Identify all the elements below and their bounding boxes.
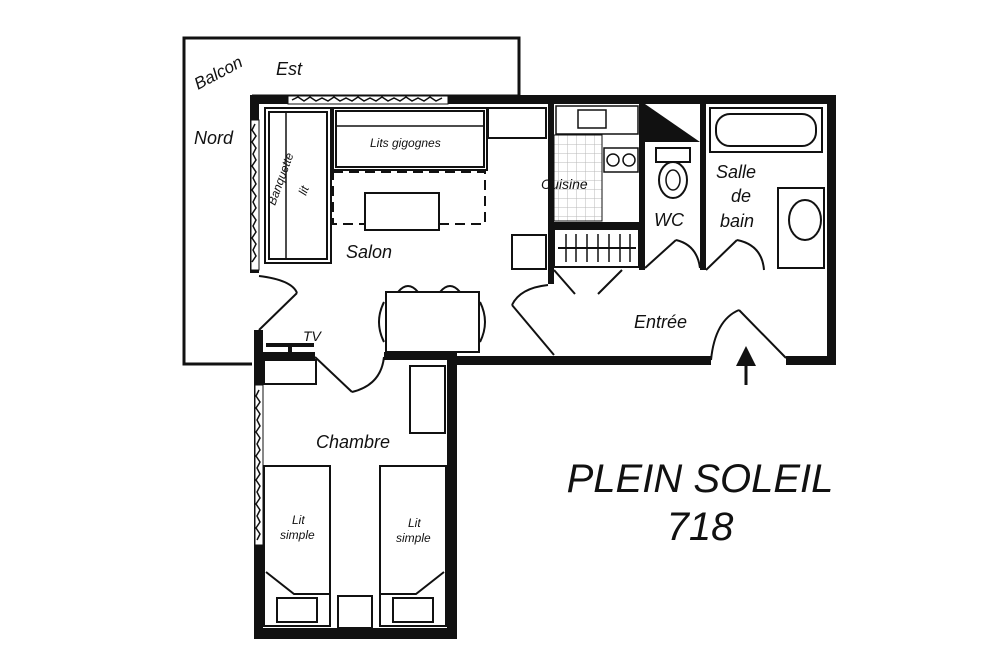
label-salon: Salon [346,242,392,262]
label-lits-gigognes: Lits gigognes [370,136,441,150]
wc-fixtures [645,104,700,199]
bunk-beds [332,107,488,171]
label-est: Est [276,59,303,79]
single-bed-right [379,465,447,627]
cabinet [511,234,547,270]
wardrobe [553,228,640,268]
label-lit-left: Lit [292,513,305,527]
label-entree: Entrée [634,312,687,332]
coffee-table [364,192,440,231]
tv-unit [266,343,314,352]
dining-table [378,285,486,353]
single-bed-left [263,465,331,627]
windows [250,95,449,546]
entrance-arrow-icon [736,346,756,385]
bathroom-fixtures [709,107,825,269]
label-chambre: Chambre [316,432,390,452]
kitchen [553,105,639,222]
label-simple-right: simple [396,531,431,545]
label-de: de [731,186,751,206]
label-simple-left: simple [280,528,315,542]
label-tv: TV [303,328,323,344]
sofa-bed [264,107,332,264]
label-bain: bain [720,211,754,231]
label-salle: Salle [716,162,756,182]
nightstand [337,595,373,629]
label-lit-right: Lit [408,516,421,530]
shelf [487,107,547,139]
interior-walls [548,104,706,284]
label-wc: WC [654,210,685,230]
label-cuisine: Cuisine [541,176,588,192]
label-balcon: Balcon [191,52,246,93]
desk [263,359,317,385]
doors [258,239,787,393]
closet [409,365,446,434]
title-residence: PLEIN SOLEIL [567,457,834,501]
title-number: 718 [667,505,734,549]
label-nord: Nord [194,128,234,148]
